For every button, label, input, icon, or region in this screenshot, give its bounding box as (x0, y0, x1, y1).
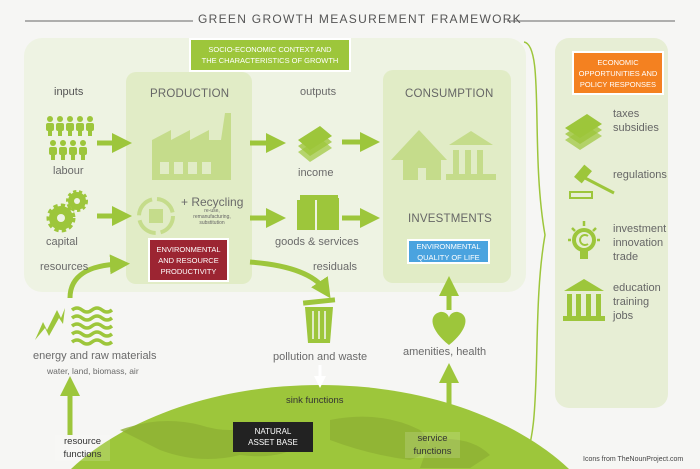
factory-icon (152, 113, 231, 180)
service-f1: service (417, 433, 448, 444)
natural-asset-text: NATURAL ASSET BASE (248, 426, 298, 448)
policy-text: jobs (613, 310, 634, 322)
goods-icon (297, 195, 339, 230)
heart-icon (432, 311, 466, 345)
natural-asset-box: NATURAL ASSET BASE (233, 422, 313, 452)
env-box-line2: AND RESOURCE (158, 255, 219, 265)
policy-item-taxes: taxes subsidies (613, 107, 659, 135)
recycling-label: + Recycling (181, 195, 244, 209)
context-line2: THE CHARACTERISTICS OF GROWTH (201, 56, 339, 65)
policy-line1: ECONOMIC (597, 57, 639, 67)
env-box-line3: PRODUCTIVITY (160, 266, 217, 276)
service-f2: functions (413, 446, 452, 457)
gavel-icon (569, 164, 615, 199)
pollution-label: pollution and waste (273, 351, 368, 363)
context-box: SOCIO-ECONOMIC CONTEXT AND THE CHARACTERI… (189, 38, 351, 72)
outputs-heading: outputs (300, 86, 337, 98)
policy-text: taxes (613, 108, 640, 120)
inputs-heading: inputs (54, 86, 84, 98)
policy-text: investment (613, 223, 667, 235)
bank-icon (446, 131, 496, 180)
policy-line3: POLICY RESPONSES (579, 79, 657, 89)
context-line1: SOCIO-ECONOMIC CONTEXT AND (208, 45, 332, 54)
recycling-subtext: re-use, remanufacturing, substitution (176, 208, 248, 226)
production-heading: PRODUCTION (150, 88, 230, 100)
quality-line2: QUALITY OF LIFE (417, 252, 480, 262)
residuals-label: residuals (313, 261, 358, 273)
service-functions-label: service functions (405, 432, 460, 458)
natural-line2: ASSET BASE (248, 438, 298, 447)
resource-f2: functions (63, 449, 102, 460)
recycling-sub3: substitution (199, 220, 225, 226)
policy-text: regulations (613, 169, 667, 181)
policy-text: innovation (613, 237, 664, 249)
labour-label: labour (53, 165, 84, 177)
arrow-residuals-to-waste (249, 259, 331, 299)
natural-line1: NATURAL (254, 427, 292, 436)
capital-label: capital (46, 236, 78, 248)
investments-heading: INVESTMENTS (408, 213, 492, 225)
amenities-label: amenities, health (403, 346, 487, 358)
resources-label: resources (40, 261, 89, 273)
arrow-resources-to-production (67, 254, 130, 299)
policy-text: training (613, 296, 650, 308)
quality-line1: ENVIRONMENTAL (416, 241, 481, 251)
goods-label: goods & services (275, 236, 359, 248)
context-box-text: SOCIO-ECONOMIC CONTEXT AND THE CHARACTERI… (202, 44, 339, 66)
capital-icon (46, 190, 88, 233)
institution-icon (563, 279, 605, 321)
policy-item-regulations: regulations (613, 168, 667, 182)
policy-item-education: education training jobs (613, 281, 661, 323)
house-icon (391, 130, 447, 180)
resource-f1: resource (64, 436, 101, 447)
recycling-sub1: re-use, (204, 208, 220, 214)
energy-icon (35, 308, 65, 340)
lightbulb-icon (568, 221, 600, 259)
env-box-line1: ENVIRONMENTAL (156, 244, 221, 254)
policy-line2: OPPORTUNITIES AND (578, 68, 658, 78)
energy-label: energy and raw materials (33, 350, 157, 362)
policy-text: subsidies (613, 122, 659, 134)
policy-text: trade (613, 251, 639, 263)
labour-icon (46, 116, 94, 160)
energy-sublabel: water, land, biomass, air (47, 366, 139, 376)
icon-credit: Icons from TheNounProject.com (583, 456, 684, 463)
sink-functions-label: sink functions (286, 395, 344, 406)
policy-item-investment: investment innovation trade (613, 222, 666, 264)
money-icon (565, 114, 602, 150)
continents (120, 416, 490, 468)
policy-text: education (613, 282, 661, 294)
income-label: income (298, 167, 334, 179)
consumption-heading: CONSUMPTION (405, 88, 494, 100)
trash-icon (302, 297, 336, 343)
water-icon (70, 306, 114, 346)
recycle-icon (137, 197, 175, 235)
income-icon (298, 126, 332, 162)
title: GREEN GROWTH MEASUREMENT FRAMEWORK (198, 12, 522, 26)
brace (519, 41, 546, 467)
recycling-sub2: remanufacturing, (193, 214, 231, 220)
resource-functions-label: resource functions (55, 435, 110, 461)
flow-arrows (60, 132, 459, 435)
